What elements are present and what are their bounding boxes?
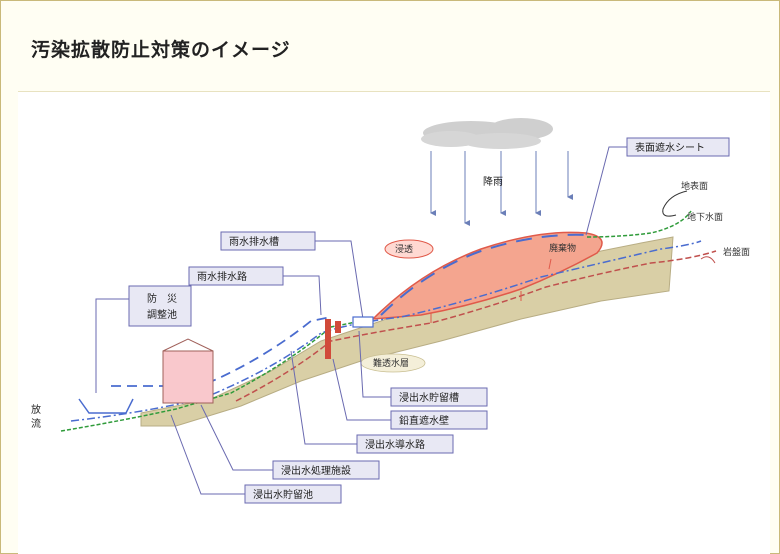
bedrock-label: 岩盤面: [723, 246, 750, 258]
rain-label: 降雨: [483, 175, 503, 188]
rain-arrows: [430, 151, 573, 226]
ground-body: [140, 236, 674, 427]
rain-cloud-icon: [421, 118, 553, 149]
disaster-pond-label-1: 防 災: [147, 292, 177, 305]
infiltration-arrows: [430, 258, 552, 323]
leachate-conduit-label: 浸出水導水路: [365, 438, 425, 451]
page-title: 汚染拡散防止対策のイメージ: [31, 39, 291, 61]
treatment-facility-shape: [162, 350, 214, 404]
surface-sheet-label: 表面遮水シート: [635, 141, 705, 154]
bedrock-line: [235, 250, 717, 402]
groundwater-label: 地下水面: [687, 211, 723, 223]
river-label-1: 放: [31, 403, 41, 416]
leachate-ellipse-label: 浸透: [395, 244, 413, 255]
ground-surface-label: 地表面: [681, 180, 708, 192]
leachate-treatment-label: 浸出水処理施設: [281, 464, 351, 477]
vertical-barrier-label: 鉛直遮水壁: [399, 414, 449, 427]
disaster-pond-shape: [78, 398, 134, 414]
rain-drain-label: 雨水排水路: [197, 270, 247, 283]
waste-pile: [371, 231, 603, 320]
river-label-2: 流: [31, 417, 41, 430]
leachate-storage-pond-label: 浸出水貯留池: [253, 488, 313, 501]
vertical-barrier-shape: [325, 319, 331, 359]
leachate-ellipse: [384, 239, 434, 259]
surface-sheet-line: [380, 233, 587, 316]
permeable-layer-label: 難透水層: [373, 357, 409, 369]
disaster-pond-label-2: 調整池: [147, 308, 177, 321]
rain-collect-tank-label: 雨水排水槽: [229, 235, 279, 248]
ground-surface-line: [60, 210, 692, 432]
pile-label: 廃棄物: [549, 242, 576, 254]
leachate-storage-tank-label: 浸出水貯留槽: [399, 391, 459, 404]
